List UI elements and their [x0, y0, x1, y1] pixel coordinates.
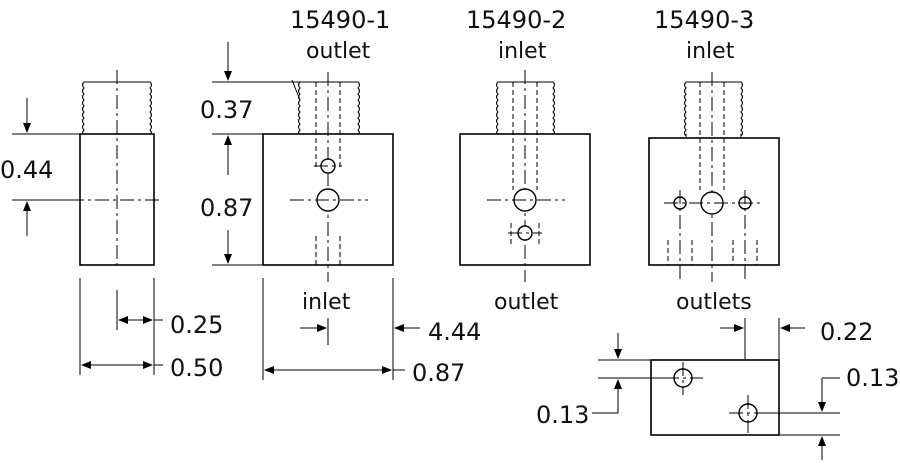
dim-side-width: 0.50 — [170, 354, 223, 382]
dim-top-offset-left: 0.13 — [536, 401, 589, 429]
dim-thread-length: 0.37 — [200, 96, 253, 124]
view-1-top-port: outlet — [306, 39, 371, 64]
dim-block-width: 0.87 — [412, 359, 465, 387]
view-2-bottom-port: outlet — [494, 290, 559, 315]
view-3-title: 15490-3 — [654, 6, 754, 34]
view-15490-1: 15490-1 outlet 0.37 0.87 inlet 4.44 — [200, 6, 481, 387]
view-2-title: 15490-2 — [466, 6, 566, 34]
dim-block-offset: 4.44 — [428, 318, 481, 346]
view-2-top-port: inlet — [498, 39, 547, 64]
v1-thread — [297, 81, 361, 138]
view-1-title: 15490-1 — [290, 6, 390, 34]
dim-top-offset-right: 0.22 — [820, 318, 873, 346]
v3-thread — [683, 81, 744, 138]
dim-block-height: 0.87 — [200, 194, 253, 222]
dim-side-offset: 0.25 — [170, 311, 223, 339]
dim-top-offset-bottom: 0.13 — [846, 364, 899, 392]
dim-side-height: 0.44 — [0, 156, 53, 184]
view-15490-3: 15490-3 inlet outlets 0.22 — [536, 6, 899, 460]
view-3-bottom-port: outlets — [676, 290, 752, 315]
view-1-bottom-port: inlet — [302, 290, 351, 315]
side-view: 0.44 0.25 0.50 — [0, 70, 223, 382]
view-3-top-port: inlet — [686, 39, 735, 64]
view-15490-2: 15490-2 inlet outlet — [459, 6, 591, 315]
v3-top-view-body — [650, 359, 780, 436]
